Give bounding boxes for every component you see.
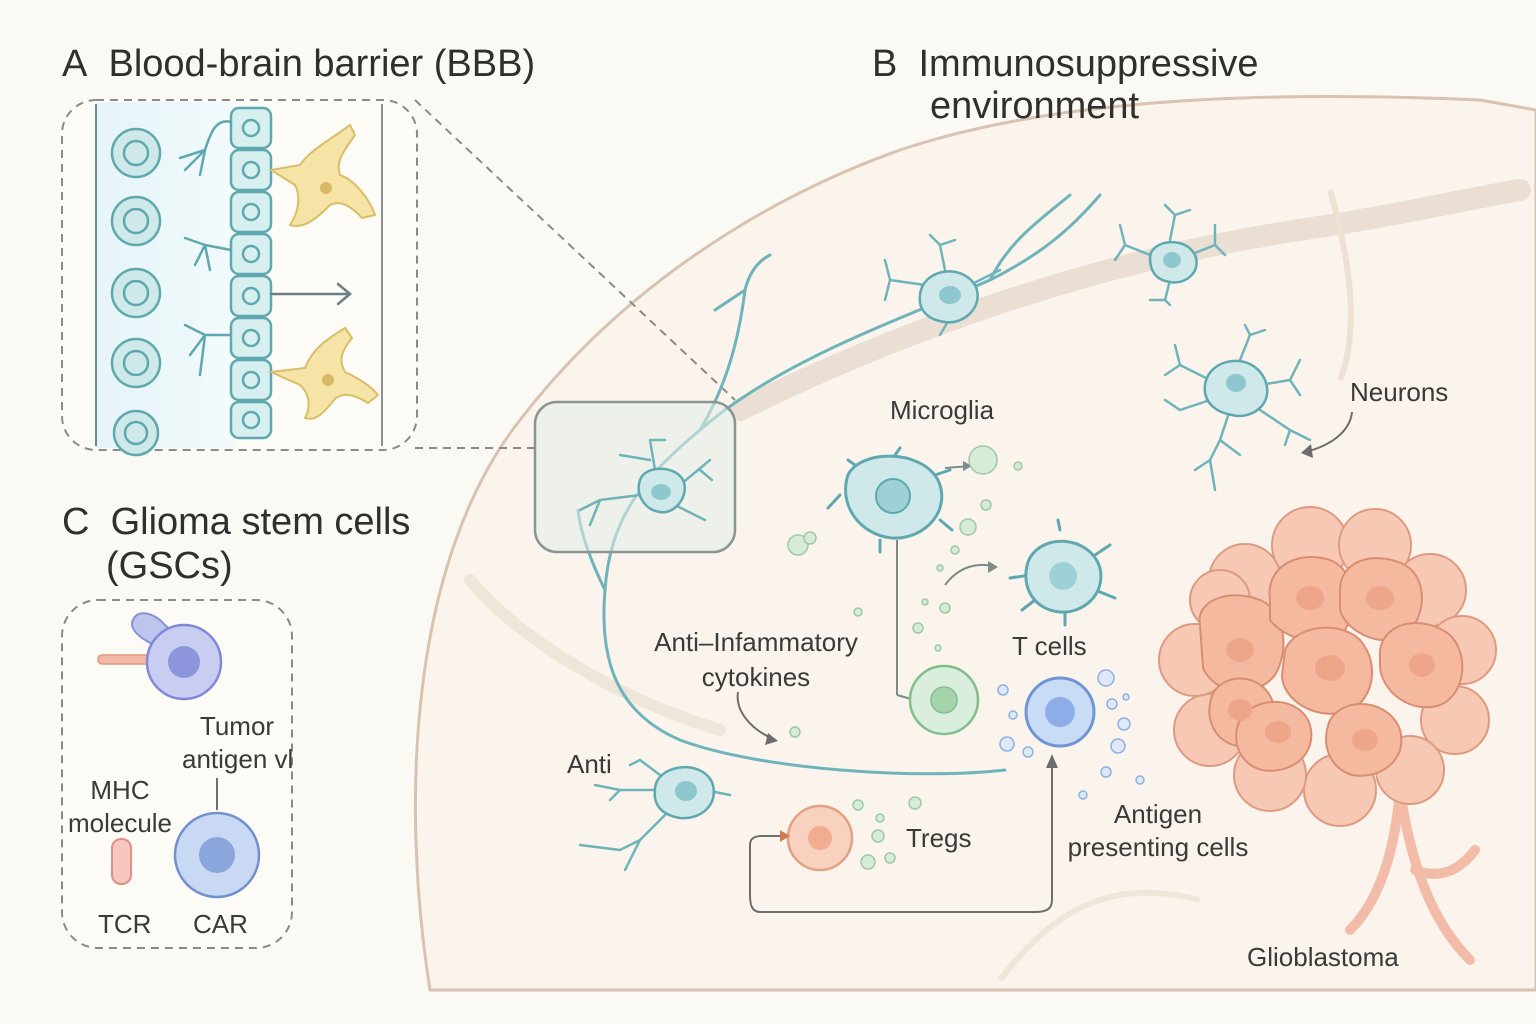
panel-a-letter: A xyxy=(62,43,88,85)
neuron-upper-1 xyxy=(883,233,1002,337)
antigen-presenting-cell xyxy=(908,664,980,736)
microglia-cell xyxy=(826,446,972,701)
panel-a-title-text: Blood-brain barrier (BBB) xyxy=(108,43,536,85)
panel-b-title-line1: Immunosuppressive xyxy=(918,43,1259,85)
endothelial-cells xyxy=(229,106,273,440)
blood-cells xyxy=(110,127,162,457)
label-cytokines-line1: Anti–Infammatory xyxy=(654,627,858,657)
label-tumor-antigen: Tumor antigen vl xyxy=(182,711,294,774)
zoom-region-box xyxy=(533,400,737,554)
label-neurons: Neurons xyxy=(1350,377,1449,407)
label-apc: Antigen presenting cells xyxy=(1060,800,1256,861)
glioblastoma-tumor xyxy=(1158,506,1497,965)
panel-b-letter: B xyxy=(872,43,898,85)
label-tumor-antigen-line1: Tumor xyxy=(199,711,275,741)
label-glioblastoma: Glioblastoma xyxy=(1247,942,1399,972)
panel-c-title: C Glioma stem cells xyxy=(62,501,411,544)
label-tumor-antigen-line2: antigen vl xyxy=(182,743,294,774)
label-cytokines: Anti–Infammatory cytokines xyxy=(636,628,876,691)
neuron-boxed xyxy=(578,438,714,527)
neuron-right xyxy=(1163,323,1312,492)
label-t-cells: T cells xyxy=(1012,631,1087,661)
treg-cell xyxy=(749,754,1058,913)
label-cytokines-line2: cytokines xyxy=(701,661,811,692)
panel-b-title: B Immunosuppressive xyxy=(872,43,1259,86)
label-tregs: Tregs xyxy=(906,823,972,853)
neuron-upper-2 xyxy=(1113,203,1227,307)
label-microglia: Microglia xyxy=(890,395,995,425)
neuron-lower-left xyxy=(578,758,732,872)
panel-c-letter: C xyxy=(62,501,90,543)
gsc-inset xyxy=(61,599,293,949)
label-anti: Anti xyxy=(567,749,612,779)
label-car: CAR xyxy=(193,909,248,939)
label-apc-line1: Antigen xyxy=(1113,799,1203,829)
cytokine-particles xyxy=(787,445,1023,870)
label-tcr: TCR xyxy=(98,909,152,939)
label-apc-line2: presenting cells xyxy=(1067,831,1249,862)
bbb-inset xyxy=(61,99,418,457)
astrocyte-top xyxy=(268,123,377,227)
label-mhc: MHC molecule xyxy=(64,776,176,837)
panel-b-title-line2: environment xyxy=(930,85,1140,127)
zoom-connector xyxy=(414,99,736,449)
microglia-small xyxy=(944,518,1117,627)
astrocyte-bottom xyxy=(267,326,380,420)
panel-a-title: A Blood-brain barrier (BBB) xyxy=(62,43,536,86)
label-mhc-line1: MHC xyxy=(90,775,150,805)
panel-c-title-line2: (GSCs) xyxy=(106,545,233,587)
t-cell xyxy=(997,669,1145,800)
panel-c-title-line1: Glioma stem cells xyxy=(110,501,411,543)
label-mhc-line2: molecule xyxy=(67,807,173,838)
